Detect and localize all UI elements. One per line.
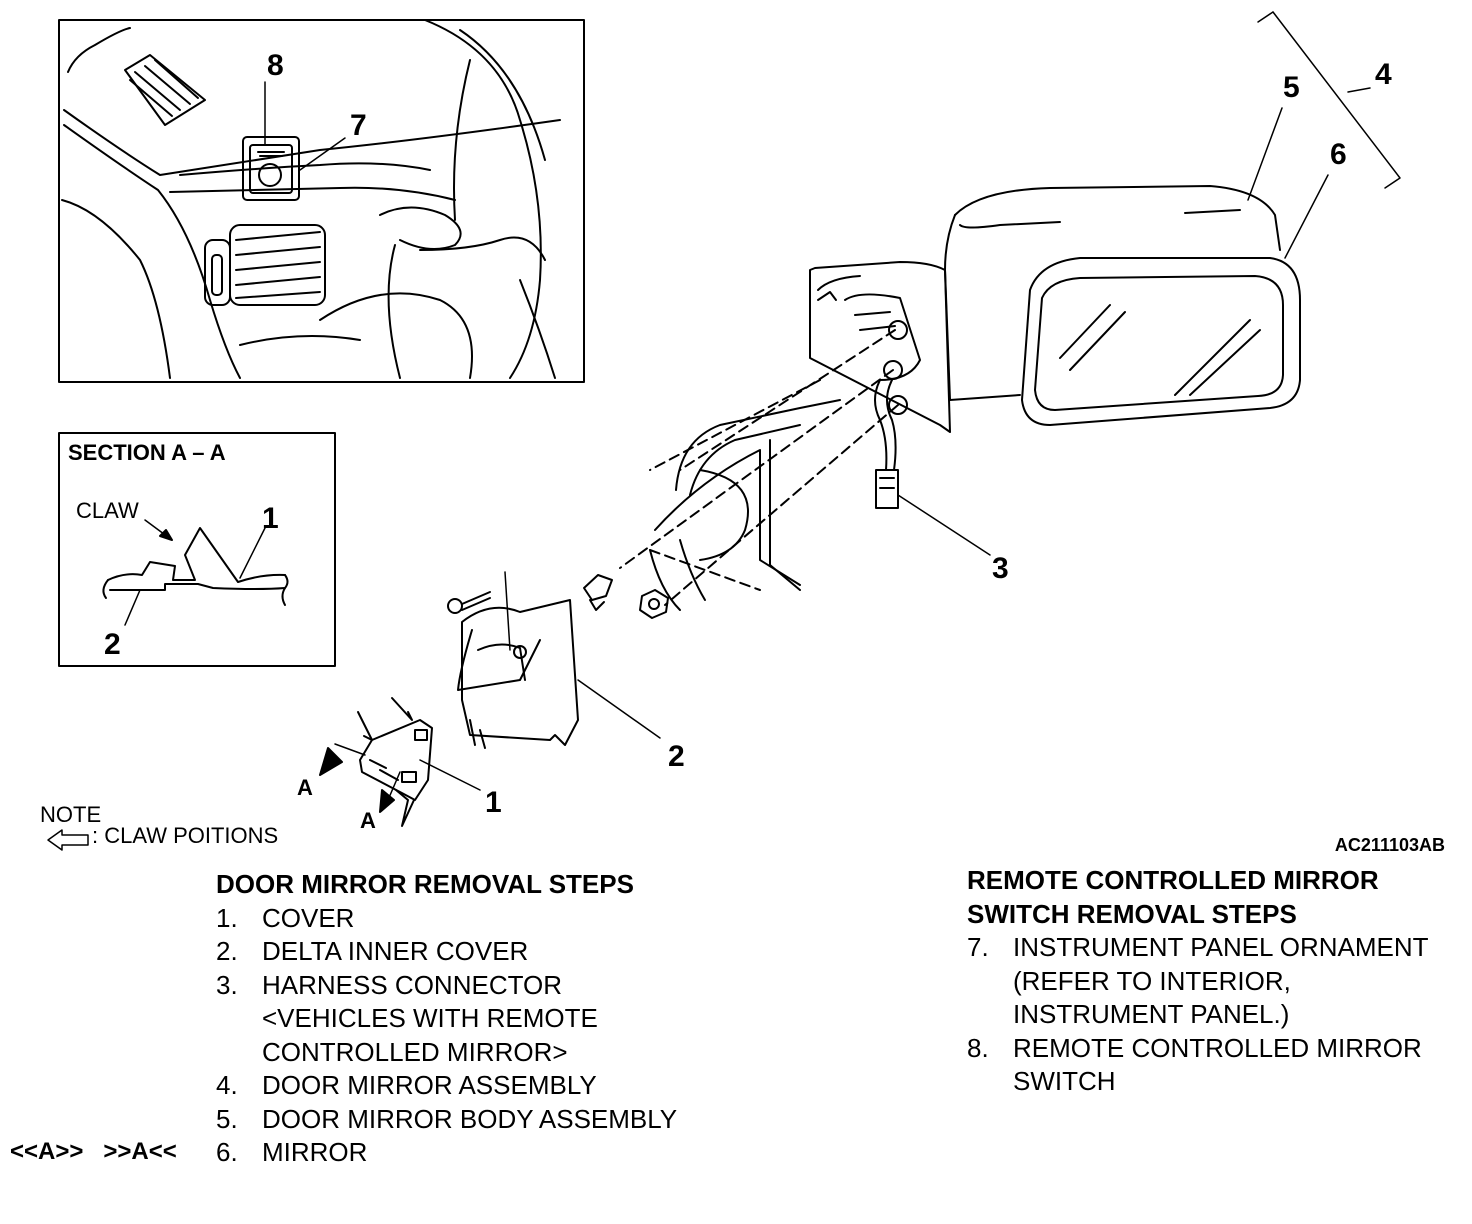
step-text: (REFER TO INTERIOR, [1013, 965, 1291, 996]
step-number: 8. [967, 1032, 989, 1063]
callout-6: 6 [1330, 138, 1347, 171]
step-text: SWITCH [1013, 1066, 1116, 1096]
cover [319, 697, 481, 827]
callout-numbers: 8 7 4 5 6 3 2 1 [267, 49, 1392, 819]
step-number: 3. [216, 969, 238, 1000]
door-mirror-removal-steps: DOOR MIRROR REMOVAL STEPS 1. COVER 2. DELTA… [216, 868, 736, 1170]
claw-position-arrow-icon [47, 829, 89, 851]
section-a-a-inset [58, 432, 336, 667]
step-row: 5. DOOR MIRROR BODY ASSEMBLY [216, 1103, 736, 1137]
step-text: INSTRUMENT PANEL.) [1013, 999, 1290, 1029]
step-row: INSTRUMENT PANEL.) [967, 998, 1472, 1032]
section-callout-1: 1 [262, 502, 279, 535]
switch-steps-heading-line2: SWITCH REMOVAL STEPS [967, 898, 1297, 929]
step-text: DOOR MIRROR BODY ASSEMBLY [262, 1103, 678, 1134]
callout-8: 8 [267, 49, 284, 82]
step-number: 7. [967, 932, 989, 962]
step-text: REMOTE CONTROLLED MIRROR [1013, 1032, 1422, 1063]
procedure-tag: <<A>> >>A<< [10, 1138, 177, 1165]
step-row: 8. REMOTE CONTROLLED MIRROR [967, 1032, 1472, 1066]
step-row: 1. COVER [216, 902, 736, 936]
figure-code: AC211103AB [1335, 835, 1445, 855]
step-row: 6. MIRROR [216, 1136, 736, 1170]
step-text: CONTROLLED MIRROR> [262, 1036, 568, 1067]
step-number: 5. [216, 1103, 238, 1134]
step-row: 4. DOOR MIRROR ASSEMBLY [216, 1069, 736, 1103]
step-row: 2. DELTA INNER COVER [216, 935, 736, 969]
note-text: : CLAW POITIONS [92, 823, 278, 848]
callout-5: 5 [1283, 71, 1300, 104]
door-mirror-assembly [809, 185, 1301, 509]
door-frame [619, 329, 899, 611]
step-number: 4. [216, 1070, 238, 1100]
door-mirror-steps-heading: DOOR MIRROR REMOVAL STEPS [216, 869, 634, 899]
note-heading: NOTE [40, 802, 101, 827]
step-text: HARNESS CONNECTOR [262, 969, 563, 1000]
step-row: SWITCH [967, 1065, 1472, 1099]
callout-2: 2 [668, 740, 685, 773]
view-marker-a-bottom: A [360, 808, 376, 833]
switch-steps-heading-line1: REMOTE CONTROLLED MIRROR [967, 865, 1379, 895]
section-callout-2: 2 [104, 628, 121, 661]
step-text: MIRROR [262, 1137, 368, 1167]
step-number [967, 998, 1013, 1032]
step-text: INSTRUMENT PANEL ORNAMENT [1013, 932, 1429, 962]
step-row: 3. HARNESS CONNECTOR [216, 969, 736, 1003]
step-row: (REFER TO INTERIOR, [967, 965, 1472, 999]
switch-removal-steps: REMOTE CONTROLLED MIRROR SWITCH REMOVAL … [967, 864, 1472, 1099]
step-row: <VEHICLES WITH REMOTE [216, 1002, 736, 1036]
step-number [967, 1065, 1013, 1099]
step-number: 2. [216, 936, 238, 966]
delta-inner-cover [457, 599, 661, 749]
callout-7: 7 [350, 109, 367, 142]
step-number [216, 1002, 262, 1036]
callout-4: 4 [1375, 58, 1392, 91]
step-row: CONTROLLED MIRROR> [216, 1036, 736, 1070]
step-number: 1. [216, 902, 238, 933]
claw-label: CLAW [76, 498, 139, 523]
step-text: COVER [262, 902, 355, 933]
callout-3: 3 [992, 552, 1009, 585]
step-number: 6. [216, 1137, 238, 1167]
step-number [967, 965, 1013, 999]
step-text: <VEHICLES WITH REMOTE [262, 1003, 598, 1033]
callout-1: 1 [485, 786, 502, 819]
instrument-panel-inset [58, 19, 585, 383]
step-text: DELTA INNER COVER [262, 936, 529, 966]
leader-lines [897, 11, 1401, 556]
step-number [216, 1036, 262, 1070]
fasteners [447, 571, 669, 651]
section-title: SECTION A – A [68, 440, 226, 465]
step-text: DOOR MIRROR ASSEMBLY [262, 1070, 597, 1100]
view-marker-a-left: A [297, 775, 313, 800]
step-row: 7. INSTRUMENT PANEL ORNAMENT [967, 931, 1472, 965]
